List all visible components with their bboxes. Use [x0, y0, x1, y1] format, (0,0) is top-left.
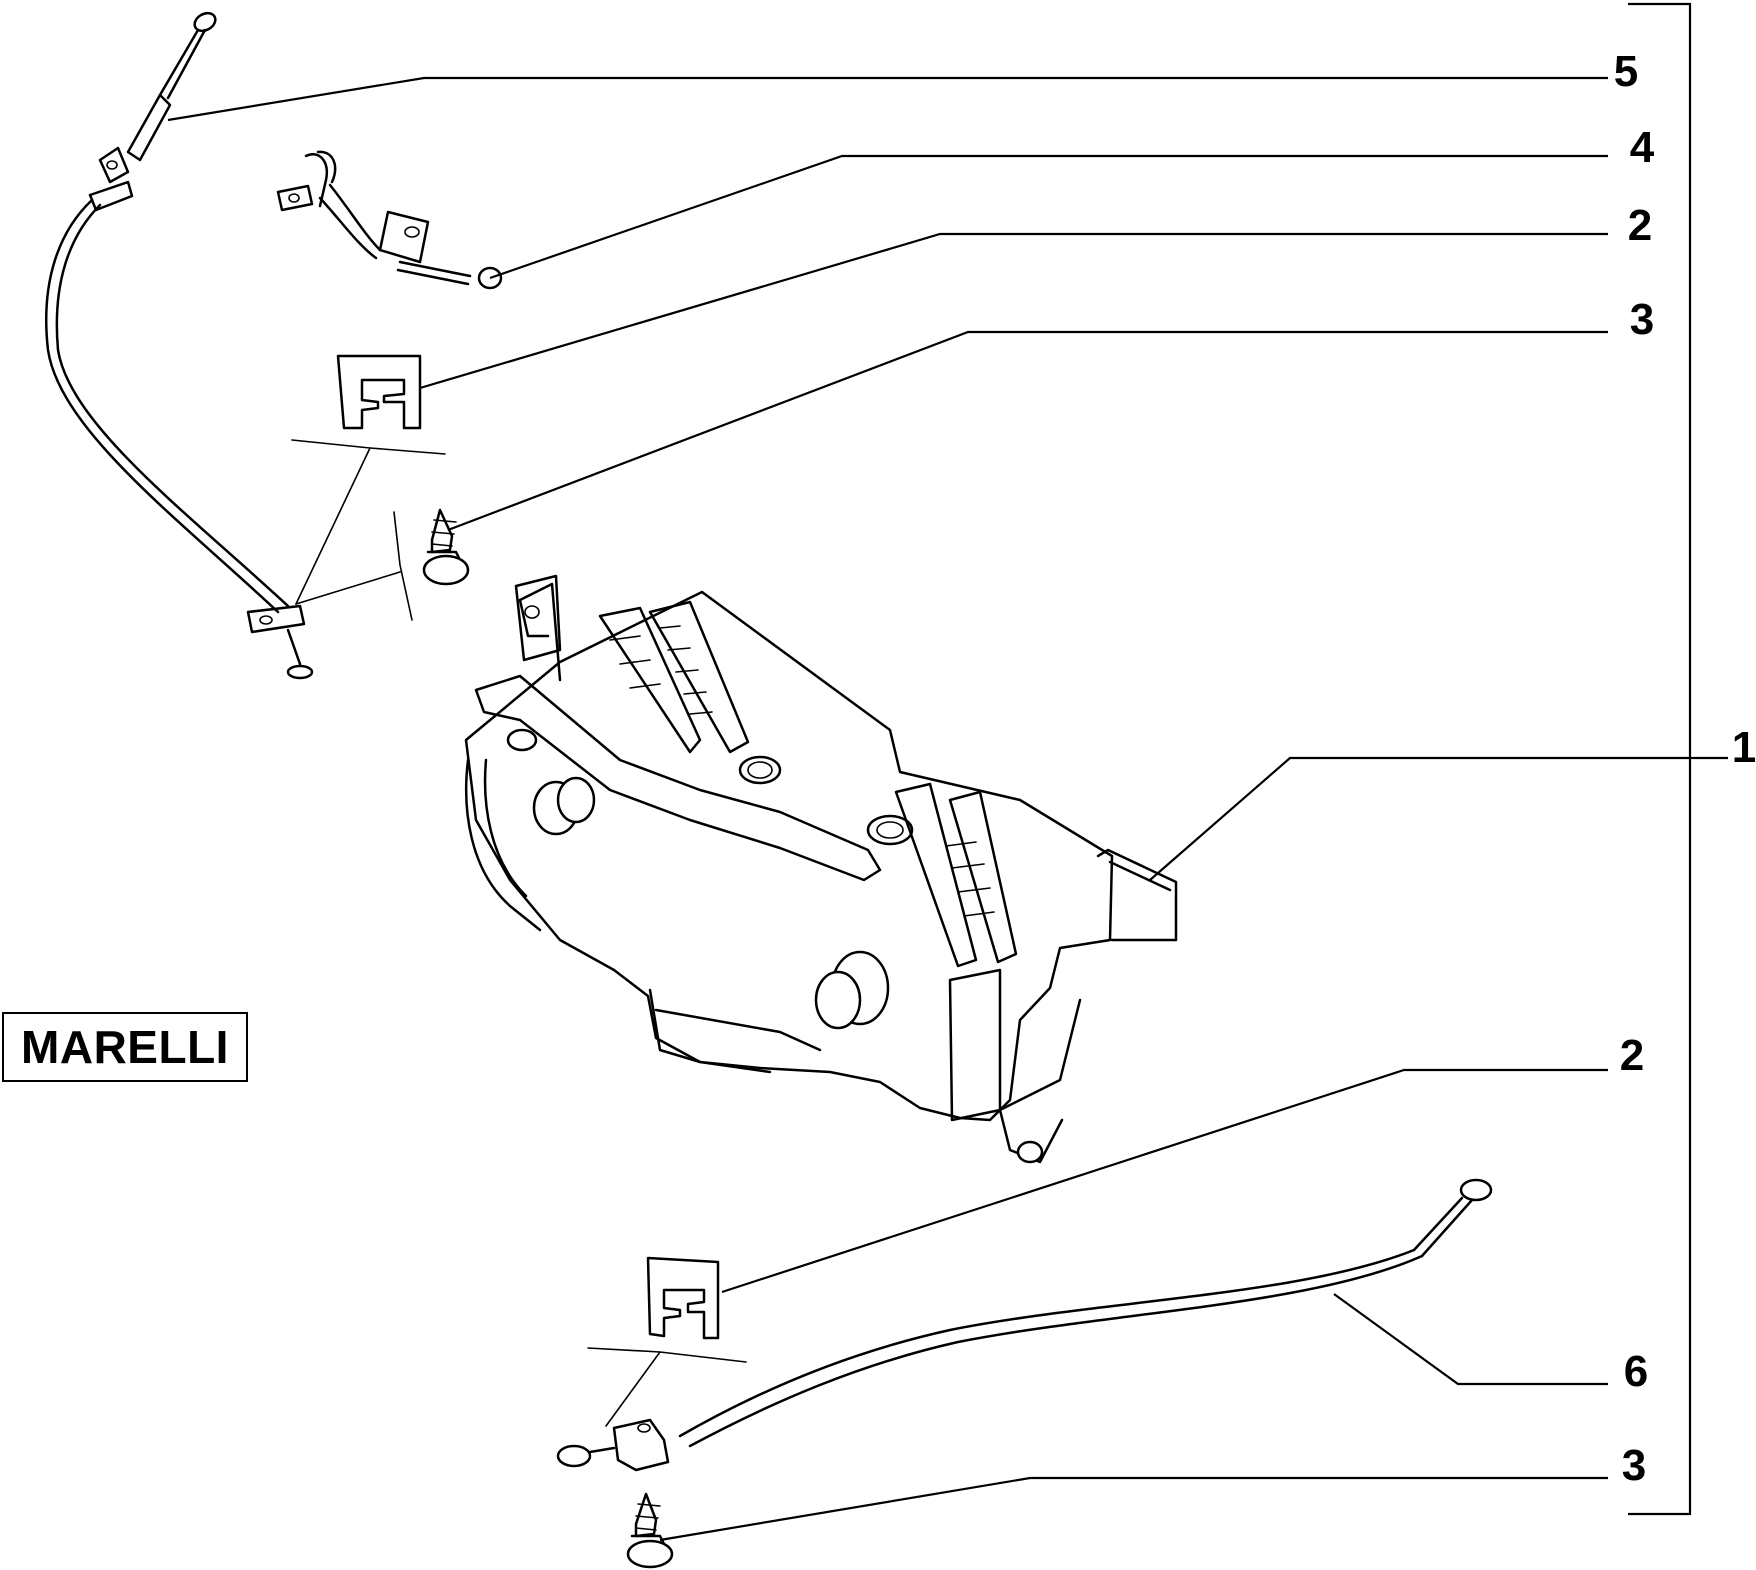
clip-leader-b	[369, 447, 446, 455]
brand-label: MARELLI	[21, 1021, 229, 1073]
leader-2-bottom	[721, 1068, 1608, 1294]
part-label-3-top: 3	[1630, 295, 1654, 344]
cable-part-5[interactable]	[44, 10, 314, 680]
leader-1	[1149, 756, 1728, 881]
clip-part-2-top[interactable]	[336, 354, 422, 430]
part-label-3-bottom: 3	[1622, 1441, 1646, 1490]
clip-leader-f	[659, 1351, 747, 1363]
clip-leader-d	[393, 511, 413, 621]
leader-5	[167, 76, 1608, 122]
brand-label-box: MARELLI	[2, 1012, 248, 1082]
part-label-1: 1	[1732, 723, 1756, 772]
leader-3-bottom	[659, 1476, 1608, 1542]
cable-part-4[interactable]	[276, 150, 503, 290]
clip-part-2-bottom[interactable]	[646, 1256, 720, 1340]
control-housing-part-1[interactable]	[464, 574, 1178, 1164]
clip-leader-a	[291, 439, 371, 605]
part-label-4: 4	[1630, 123, 1655, 172]
clip-leader-c	[295, 571, 401, 605]
screw-part-3-top[interactable]	[422, 508, 470, 586]
leader-4	[489, 154, 1608, 280]
part-label-2-top: 2	[1628, 201, 1652, 250]
leader-2-top	[419, 232, 1608, 390]
part-label-2-bottom: 2	[1620, 1031, 1644, 1080]
clip-leader-e	[587, 1347, 661, 1427]
part-label-6: 6	[1624, 1347, 1648, 1396]
leader-3-top	[447, 330, 1608, 532]
part-label-5: 5	[1614, 47, 1638, 96]
cable-part-6[interactable]	[556, 1178, 1493, 1472]
screw-part-3-bottom[interactable]	[626, 1492, 674, 1569]
leader-6	[1333, 1293, 1608, 1386]
